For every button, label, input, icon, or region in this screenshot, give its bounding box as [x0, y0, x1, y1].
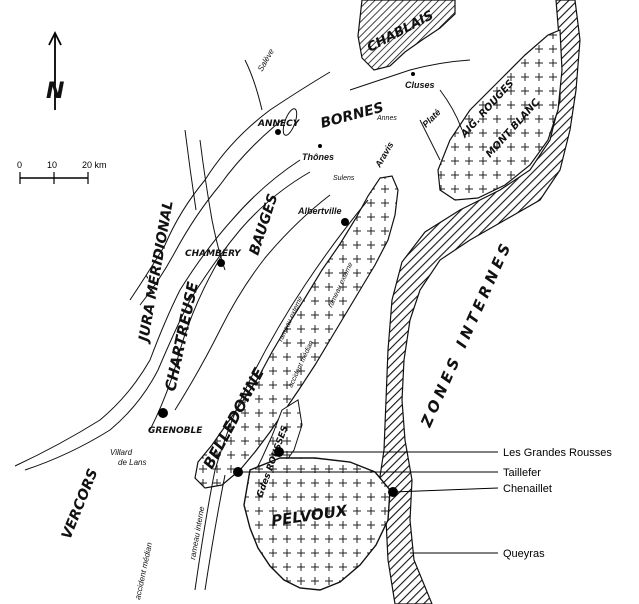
internal-zone-band — [377, 0, 581, 604]
town-dot-chambery — [217, 259, 225, 267]
label-sulens: Sulens — [333, 175, 355, 182]
label-aravis: Aravis — [373, 140, 396, 170]
callout-label-queyras: Queyras — [503, 548, 545, 560]
label-vercors: VERCORS — [59, 467, 102, 542]
label-grenoble: GRENOBLE — [148, 426, 203, 436]
north-label: N — [46, 79, 64, 104]
scale-tick-0: 0 — [17, 160, 22, 170]
label-annes: Annes — [376, 115, 397, 122]
callout-line-chenaillet — [392, 487, 499, 493]
label-jura: JURA MÉRIDIONAL — [135, 199, 177, 346]
town-dot-grenoble — [158, 408, 168, 418]
mont-blanc-massif — [437, 29, 563, 201]
north-arrow — [48, 30, 62, 110]
label-plate: Platé — [420, 107, 442, 129]
label-thones: Thônes — [302, 152, 334, 162]
label-de-lans: de Lans — [118, 458, 146, 467]
callout-label-grandes-rousses: Les Grandes Rousses — [503, 447, 612, 459]
label-cluses: Cluses — [405, 80, 435, 90]
callout-label-chenaillet: Chenaillet — [503, 483, 552, 495]
label-chartreuse: CHARTREUSE — [161, 279, 202, 392]
structure-lines — [14, 59, 471, 591]
scale-tick-10: 10 — [47, 160, 57, 170]
town-dot-thones — [318, 144, 322, 148]
scale-tick-20: 20 km — [82, 160, 107, 170]
belledonne-massif — [194, 175, 399, 489]
scale-bar — [19, 172, 89, 184]
label-accident-median-2: accident médian — [133, 541, 154, 600]
label-bauges: BAUGES — [247, 192, 282, 257]
label-bornes: BORNES — [319, 100, 386, 132]
callout-label-taillefer: Taillefer — [503, 467, 541, 479]
label-chambery: CHAMBÉRY — [185, 247, 242, 259]
label-saleve: Salève — [256, 47, 276, 73]
lake-annecy — [282, 108, 298, 136]
town-dot-annecy — [275, 129, 281, 135]
town-dot-albertville — [341, 218, 349, 226]
label-villard: Villard — [110, 448, 133, 457]
label-albertville: Albertville — [297, 206, 342, 216]
label-annecy: ANNECY — [257, 119, 301, 129]
town-dot-cluses — [411, 72, 415, 76]
pelvoux-massif — [243, 457, 391, 591]
chablais-area — [357, 0, 456, 71]
